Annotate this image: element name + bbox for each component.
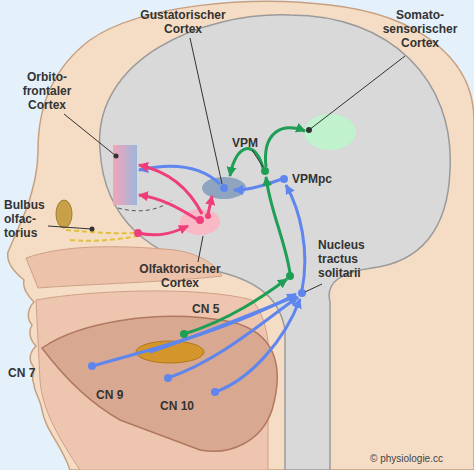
structure-label: Somato- sensorischer Cortex <box>376 8 464 50</box>
leader-dot <box>306 127 312 133</box>
structure-label: VPM <box>232 136 272 150</box>
structure-label: Nucleus tractus solitarii <box>318 238 384 280</box>
trigeminal-pathway <box>266 177 290 273</box>
olfactory-pathway <box>139 165 202 214</box>
leader-line <box>309 56 405 130</box>
nerve-dot <box>164 374 172 382</box>
nucleus-dot <box>220 184 228 192</box>
sinus <box>56 200 72 228</box>
nucleus-dot <box>205 213 211 219</box>
olfactory-pathway <box>139 195 198 220</box>
leader-line <box>305 284 322 292</box>
nerve-dot <box>88 362 96 370</box>
nerve-dot <box>180 330 188 338</box>
orbitofrontal-cortex <box>113 145 137 205</box>
structure-label: Gustatorischer Cortex <box>133 8 233 36</box>
nerve-dot <box>211 388 219 396</box>
nucleus-dot <box>134 229 142 237</box>
leader-line <box>64 114 116 156</box>
nucleus-dot <box>196 216 204 224</box>
nucleus-dot <box>261 167 269 175</box>
structure-label: CN 7 <box>8 366 58 380</box>
taste-pathway <box>215 299 300 392</box>
taste-pathway <box>234 179 282 190</box>
leader-line <box>198 236 203 262</box>
leader-dot <box>114 154 119 159</box>
structure-label: VPMpc <box>292 172 352 186</box>
head-skin <box>8 1 474 470</box>
leader-dot <box>90 227 95 232</box>
somatosensory-cortex <box>304 114 356 150</box>
leader-line <box>48 226 92 229</box>
gustatory-cortex <box>202 177 246 199</box>
olfactory-nerve <box>66 230 136 233</box>
trigeminal-pathway <box>230 149 263 176</box>
structure-label: CN 5 <box>192 302 242 316</box>
leader-line <box>252 150 263 167</box>
olfactory-pathway <box>208 196 212 214</box>
structure-label: Orbito- frontaler Cortex <box>14 70 80 112</box>
structure-label: CN 9 <box>96 388 146 402</box>
trigeminal-pathway <box>184 279 287 334</box>
structure-label: Bulbus olfac- torius <box>4 198 58 240</box>
structure-label: Olfaktorischer Cortex <box>130 262 230 290</box>
olfactory-pathway <box>138 226 188 235</box>
trigeminal-pathway <box>265 128 305 167</box>
taste-pathway <box>286 185 305 290</box>
nucleus-dot <box>298 289 306 297</box>
leader-line <box>190 38 222 184</box>
structure-label: CN 10 <box>160 399 210 413</box>
nucleus-dot <box>286 272 294 280</box>
watermark: © physiologie.cc <box>370 452 474 466</box>
olfactory-nerve <box>70 236 138 241</box>
nucleus-dot <box>280 175 288 183</box>
